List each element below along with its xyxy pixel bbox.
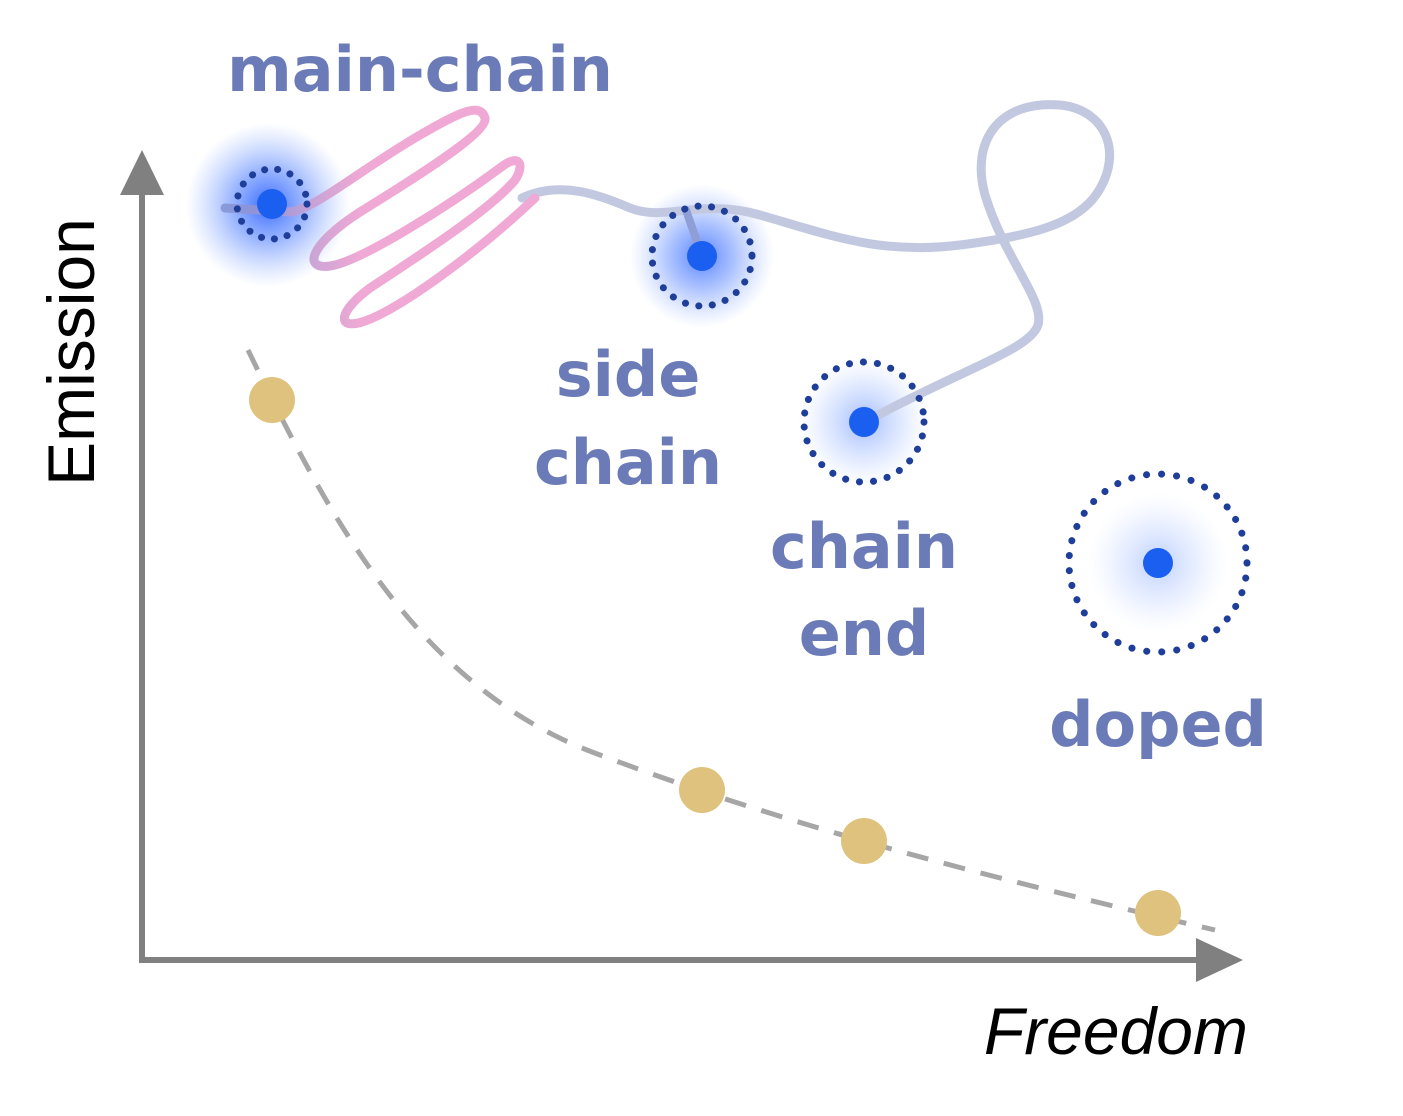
- trend-curve: [245, 348, 1216, 933]
- trend-marker-main-chain: [249, 377, 295, 423]
- x-axis-label: Freedom: [984, 994, 1248, 1068]
- trend-marker-side-chain: [679, 767, 725, 813]
- trend-marker-chain-end: [841, 818, 887, 864]
- x-axis-arrow-icon: [1196, 938, 1243, 982]
- dotted-rings: [233, 165, 1251, 656]
- label-main-chain: main-chain: [227, 33, 613, 106]
- emitter-side-chain: [687, 241, 717, 271]
- ring-chain-end: [800, 358, 928, 486]
- trend-markers: [249, 377, 1181, 936]
- label-side-chain-line-1: side: [556, 338, 701, 411]
- emitter-chain-end: [849, 407, 879, 437]
- ring-main-chain: [233, 165, 311, 243]
- trend-marker-doped: [1135, 890, 1181, 936]
- emitter-doped: [1143, 548, 1173, 578]
- emitter-main-chain: [257, 189, 287, 219]
- label-chain-end-line-1: chain: [770, 510, 958, 583]
- axes: [120, 150, 1243, 982]
- ring-doped: [1065, 470, 1251, 656]
- ring-side-chain: [648, 202, 756, 310]
- label-chain-end-line-2: end: [799, 597, 930, 670]
- coiled-segment: [220, 105, 540, 329]
- label-doped: doped: [1049, 688, 1267, 761]
- label-side-chain-line-2: chain: [534, 426, 722, 499]
- y-axis-label: Emission: [34, 218, 108, 486]
- y-axis-arrow-icon: [120, 150, 164, 195]
- emitters: [257, 189, 1173, 578]
